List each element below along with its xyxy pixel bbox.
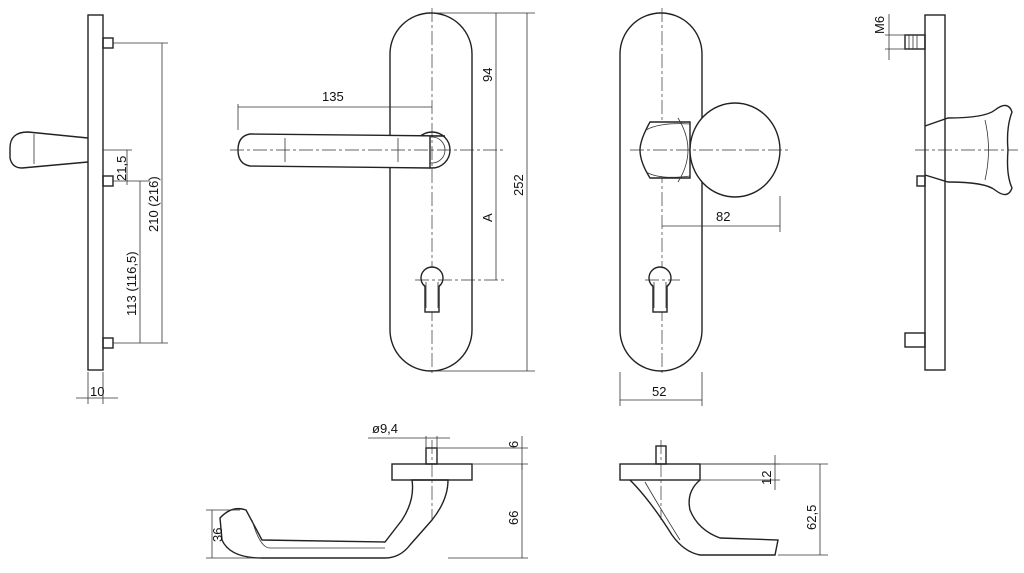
backplate-front-knob xyxy=(619,12,703,372)
backplate-front xyxy=(389,12,473,372)
dim-spindle-to-cylinder: A xyxy=(480,213,495,222)
knob-top-profile xyxy=(629,479,779,556)
dim-lever-depth: 66 xyxy=(506,511,521,525)
spindle-pin xyxy=(425,447,438,465)
backplate-side-profile xyxy=(87,14,104,371)
dim-pin-height: 6 xyxy=(506,441,521,448)
front-view-lever: 135 94 A 252 xyxy=(230,8,535,376)
dim-knob-depth: 62,5 xyxy=(804,505,819,530)
pin-middle-right xyxy=(916,175,926,187)
dim-knob-projection: 82 xyxy=(716,209,730,224)
top-view-lever: ø9,4 6 66 36 xyxy=(206,421,528,559)
backplate-side-profile-right xyxy=(924,14,946,371)
rose-top-knob xyxy=(619,463,701,481)
dim-thread: M6 xyxy=(872,16,887,34)
bottom-pin xyxy=(102,337,114,349)
pin-bottom-right xyxy=(904,332,926,348)
left-side-view: 10 21,5 113 (116,5) 210 (216) xyxy=(9,14,168,404)
cylinder-keyhole xyxy=(420,266,444,313)
handle-side-profile xyxy=(9,131,89,169)
dim-rose-thickness: 12 xyxy=(759,471,774,485)
front-view-knob: 82 52 xyxy=(619,8,790,406)
dim-spindle-diameter: ø9,4 xyxy=(372,421,398,436)
dim-pin-distance-short: 113 (116,5) xyxy=(124,251,139,316)
dim-pin-offset: 21,5 xyxy=(114,156,129,181)
threaded-pin-m6 xyxy=(904,34,926,50)
cylinder-keyhole-knob xyxy=(648,266,672,313)
dim-backplate-thickness: 10 xyxy=(90,384,104,399)
dim-lever-end-depth: 36 xyxy=(210,528,225,542)
lever-handle xyxy=(237,133,446,169)
dim-pin-distance-long: 210 (216) xyxy=(146,176,161,232)
top-pin xyxy=(102,37,114,49)
top-view-knob: 12 62,5 xyxy=(619,440,828,556)
dim-plate-width: 52 xyxy=(652,384,666,399)
middle-pin xyxy=(102,175,114,187)
dim-top-to-spindle: 94 xyxy=(480,68,495,82)
lever-top-profile xyxy=(219,479,449,559)
right-side-view: M6 xyxy=(872,14,1018,371)
dim-plate-height: 252 xyxy=(511,174,526,196)
dim-lever-length: 135 xyxy=(322,89,344,104)
